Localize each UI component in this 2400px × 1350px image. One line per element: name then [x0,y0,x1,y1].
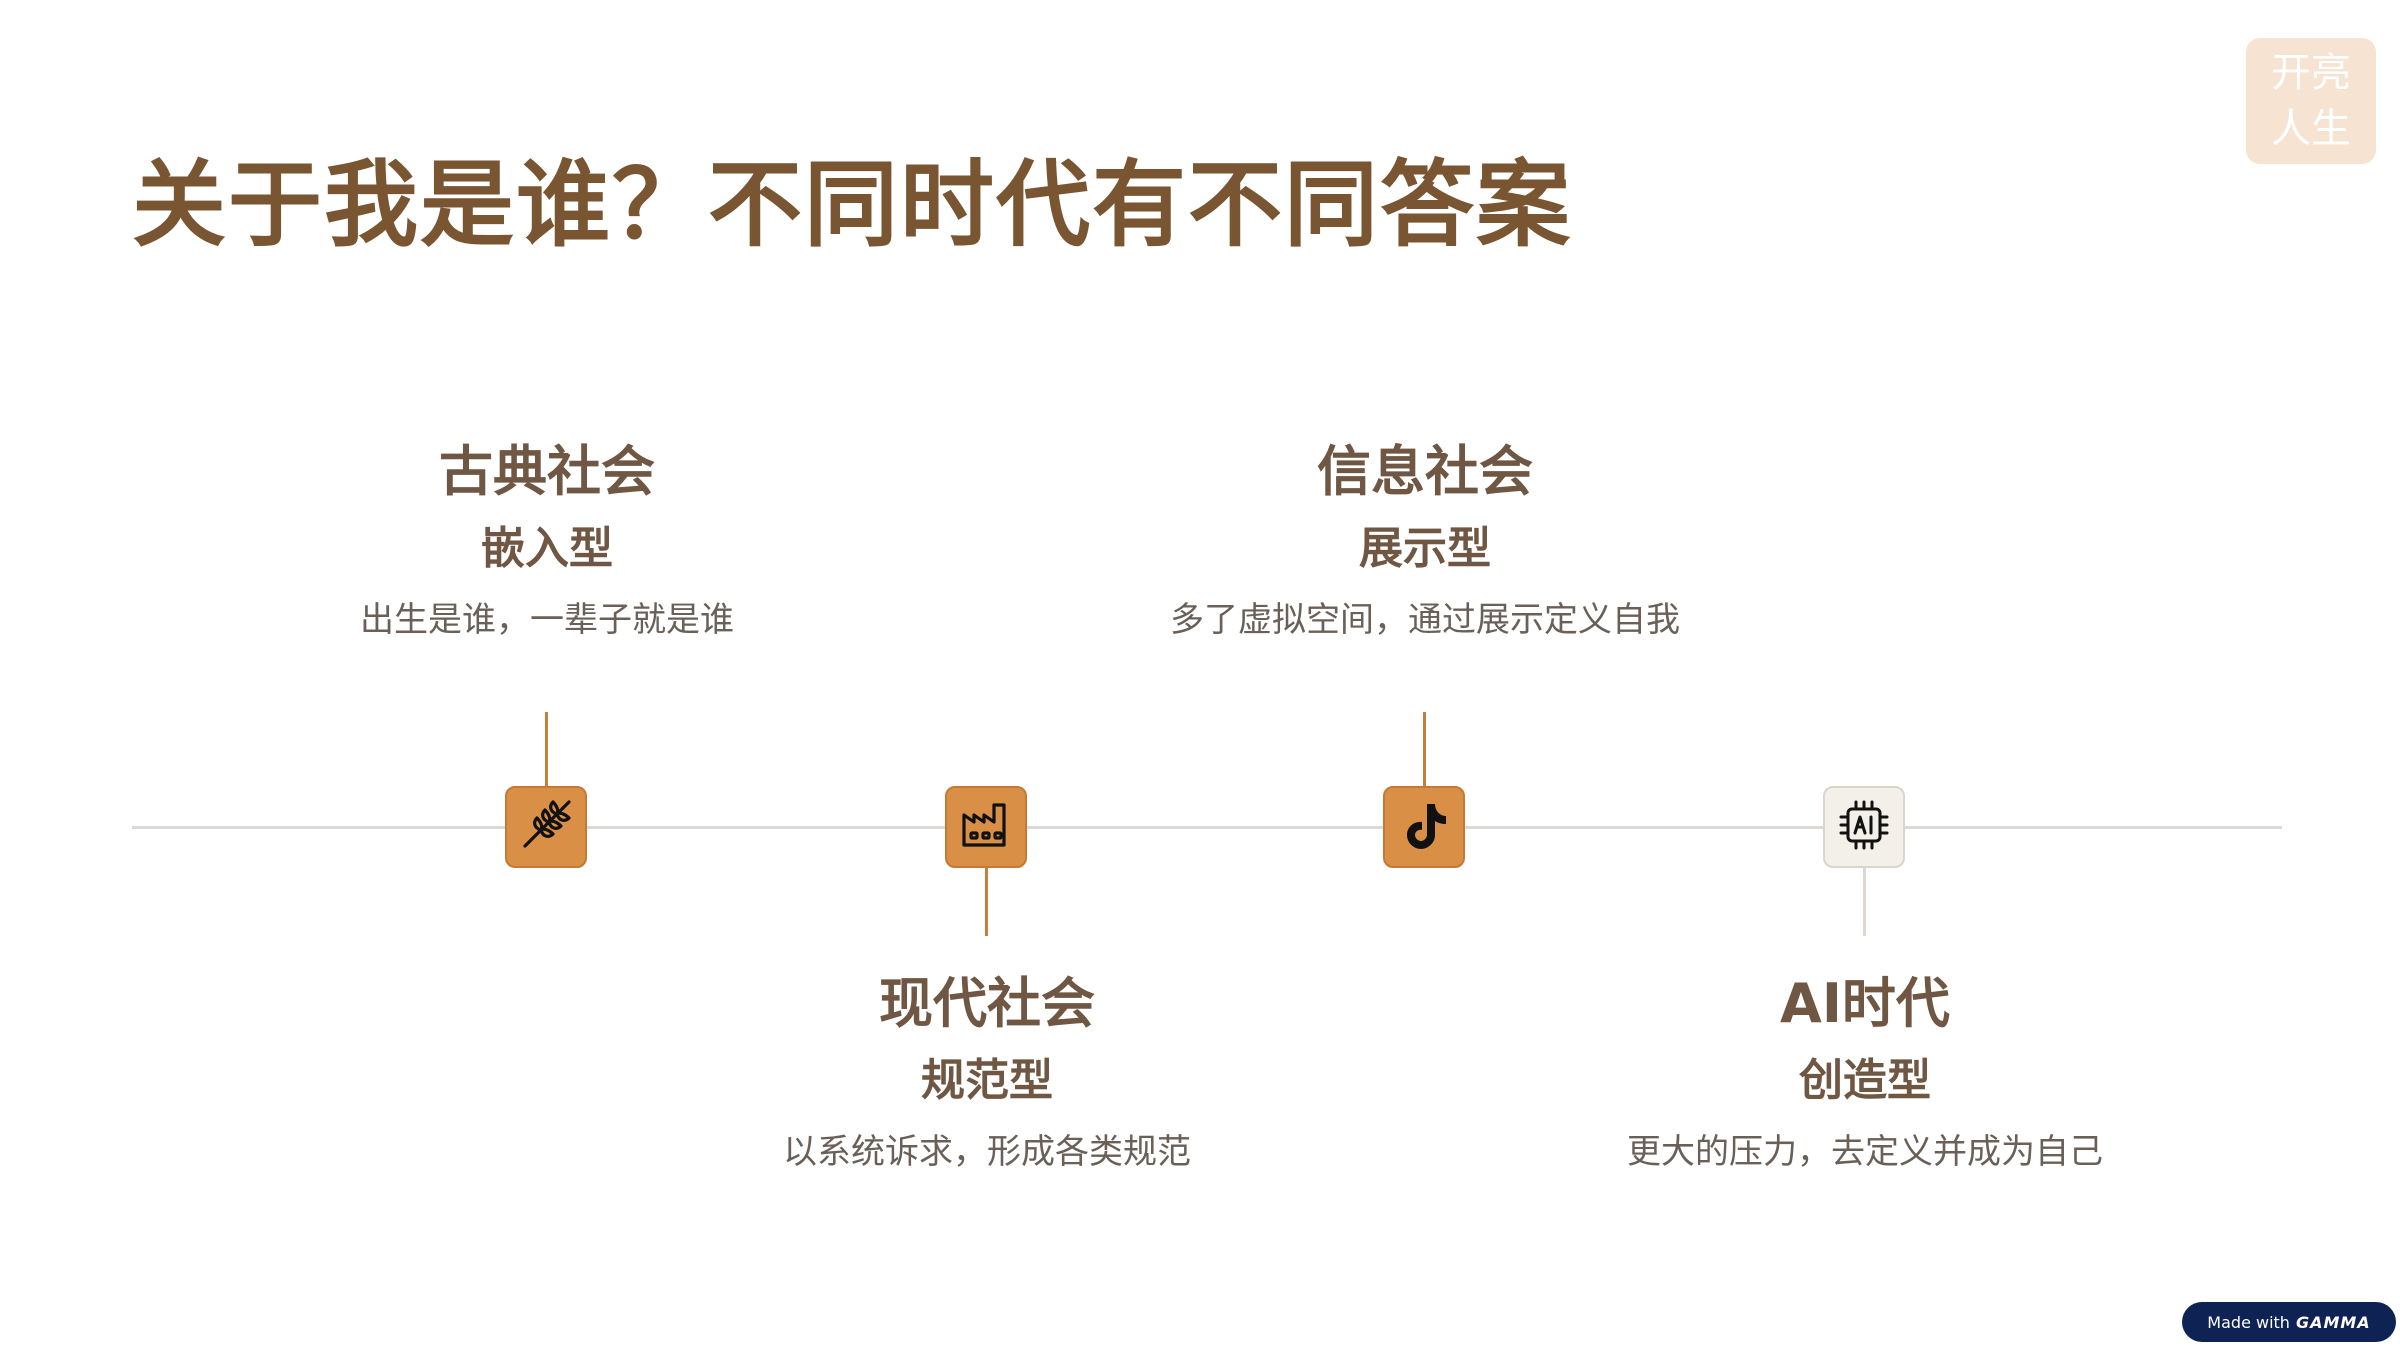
era-classical: 古典社会 嵌入型 出生是谁，一辈子就是谁 [247,440,847,642]
brand-badge: 开亮 人生 [2246,38,2376,164]
tiktok-icon [1397,798,1451,856]
era-information-name: 信息社会 [1317,440,1533,503]
gamma-logo: GAMMA [2295,1312,2371,1332]
made-with-label: Made with [2207,1312,2290,1332]
timeline-stem-information [1423,712,1426,786]
era-ai-type: 创造型 [1799,1054,1931,1106]
era-modern-type: 规范型 [921,1054,1053,1106]
era-classical-name: 古典社会 [439,440,655,503]
era-ai: AI时代 创造型 更大的压力，去定义并成为自己 [1565,972,2165,1174]
era-information-desc: 多了虚拟空间，通过展示定义自我 [1170,599,1680,640]
era-information-type: 展示型 [1359,522,1491,574]
ai-chip-icon [1836,797,1892,857]
era-modern-desc: 以系统诉求，形成各类规范 [783,1131,1191,1172]
era-classical-desc: 出生是谁，一辈子就是谁 [360,599,734,640]
era-ai-desc: 更大的压力，去定义并成为自己 [1627,1131,2103,1172]
era-information: 信息社会 展示型 多了虚拟空间，通过展示定义自我 [1125,440,1725,642]
era-classical-type: 嵌入型 [481,522,613,574]
timeline-node-ai [1823,786,1905,868]
timeline-stem-modern [985,868,988,936]
era-modern: 现代社会 规范型 以系统诉求，形成各类规范 [687,972,1287,1174]
timeline-stem-classical [545,712,548,786]
brand-badge-line1: 开亮 [2271,50,2351,96]
wheat-icon [517,796,575,858]
page-title: 关于我是谁？不同时代有不同答案 [132,151,1573,260]
timeline-axis [132,826,2282,829]
timeline-stem-ai [1863,868,1866,936]
era-modern-name: 现代社会 [879,972,1095,1035]
factory-icon [958,797,1014,857]
timeline-node-modern [945,786,1027,868]
made-with-gamma-badge[interactable]: Made with GAMMA [2182,1302,2396,1342]
timeline-node-classical [505,786,587,868]
brand-badge-line2: 人生 [2271,106,2351,152]
era-ai-name: AI时代 [1780,972,1950,1035]
timeline-node-information [1383,786,1465,868]
